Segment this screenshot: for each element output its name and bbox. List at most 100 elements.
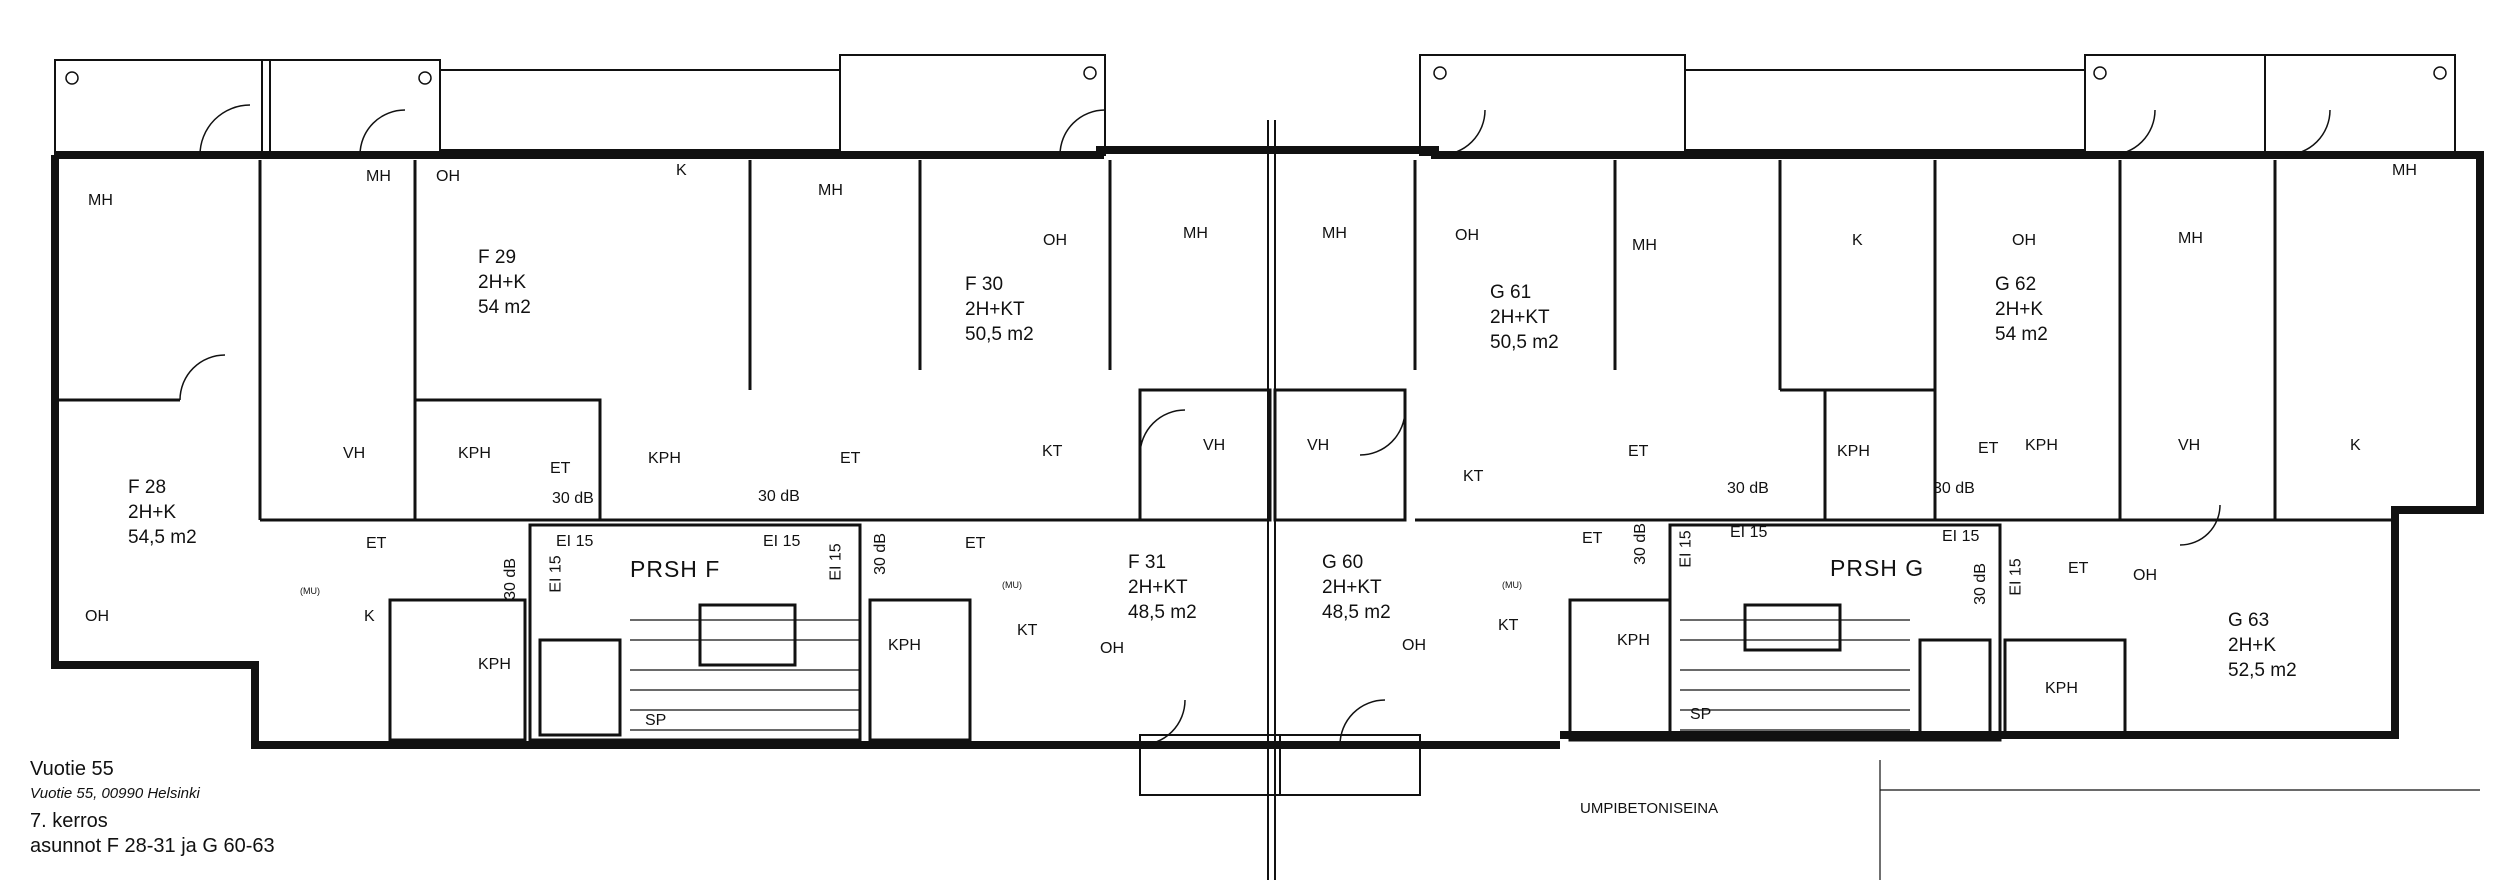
- bathroom: [388, 598, 527, 742]
- wall-note: UMPIBETONISEINA: [1580, 800, 1719, 817]
- balcony: [261, 59, 441, 156]
- room-label-kph: KPH: [2025, 437, 2058, 454]
- stair-landing: [1743, 603, 1842, 652]
- balcony: [1419, 54, 1686, 156]
- plan-info: Vuotie 55 Vuotie 55, 00990 Helsinki 7. k…: [30, 758, 275, 858]
- room-label-k: K: [364, 608, 375, 625]
- stair-landing: [698, 603, 797, 667]
- room-label-kph: KPH: [1617, 632, 1650, 649]
- room-label-vh: VH: [1307, 437, 1330, 454]
- apartment-code: F 30: [965, 274, 1004, 295]
- balcony: [54, 59, 271, 156]
- door-swing: [1339, 699, 1386, 746]
- balcony: [2264, 54, 2456, 156]
- sound-rating: 30 dB: [552, 490, 594, 507]
- room-label-oh: OH: [2012, 232, 2036, 249]
- floor-label: 7. kerros: [30, 810, 108, 832]
- room-label-et: ET: [550, 460, 571, 477]
- room-label-oh: OH: [1402, 637, 1426, 654]
- room-label-oh: OH: [2133, 567, 2157, 584]
- sound-rating: 30 dB: [1933, 480, 1975, 497]
- room-label-kph: KPH: [648, 450, 681, 467]
- apartment-type: 2H+K: [478, 272, 527, 293]
- sound-rating: 30 dB: [501, 558, 519, 600]
- balcony: [439, 69, 841, 151]
- room-label-et: ET: [2068, 560, 2089, 577]
- apartment-code: F 29: [478, 247, 517, 268]
- room-label-oh: OH: [85, 608, 109, 625]
- fire-rating: EI 15: [556, 533, 594, 550]
- apartment-area: 54,5 m2: [128, 527, 197, 548]
- room-label-kph: KPH: [458, 445, 491, 462]
- outer-wall: [51, 155, 1560, 749]
- room-label-kt: KT: [1042, 443, 1063, 460]
- room-label-mh: MH: [1183, 225, 1208, 242]
- stair-core-f: [528, 523, 862, 742]
- room-label-kph: KPH: [888, 637, 921, 654]
- door-swing: [359, 109, 406, 156]
- room-label-mh: MH: [366, 168, 391, 185]
- appliance-marker: (MU): [1502, 580, 1522, 590]
- stairwell-label-g: PRSH G: [1830, 555, 1925, 581]
- room-label-mh: MH: [1632, 237, 1657, 254]
- door-swing: [1359, 409, 1406, 456]
- apartment-type: 2H+KT: [965, 299, 1025, 320]
- room-label-et: ET: [965, 535, 986, 552]
- apartments-label: asunnot F 28-31 ja G 60-63: [30, 835, 275, 857]
- sound-rating: 30 dB: [1971, 563, 1989, 605]
- bathroom: [413, 398, 602, 522]
- door-swing: [1139, 409, 1186, 456]
- apartment-area: 52,5 m2: [2228, 660, 2297, 681]
- room-label-et: ET: [1978, 440, 1999, 457]
- door-swing: [1439, 109, 1486, 156]
- room-label-kt: KT: [1498, 617, 1519, 634]
- building-address: Vuotie 55, 00990 Helsinki: [30, 785, 200, 802]
- door-swing: [1059, 109, 1106, 156]
- apartment-label-f28: F 28 2H+K 54,5 m2: [128, 475, 197, 550]
- room-label-k: K: [2350, 437, 2361, 454]
- apartment-type: 2H+KT: [1128, 577, 1188, 598]
- apartment-area: 54 m2: [478, 297, 531, 318]
- sound-rating: 30 dB: [1631, 523, 1649, 565]
- room-label-kph: KPH: [478, 656, 511, 673]
- bathroom: [1568, 598, 1672, 742]
- balcony: [839, 54, 1106, 156]
- bathroom: [2003, 638, 2127, 737]
- fire-rating: EI 15: [2007, 558, 2025, 596]
- balcony: [1279, 734, 1421, 796]
- room-label-k: K: [1852, 232, 1863, 249]
- room-label-oh: OH: [1043, 232, 1067, 249]
- room-label-mh: MH: [1322, 225, 1347, 242]
- apartment-label-f31: F 31 2H+KT 48,5 m2: [1128, 550, 1197, 625]
- fire-rating: EI 15: [1677, 530, 1695, 568]
- apartment-label-g63: G 63 2H+K 52,5 m2: [2228, 608, 2297, 683]
- apartment-area: 54 m2: [1995, 324, 2048, 345]
- building-title: Vuotie 55: [30, 758, 114, 780]
- apartment-code: G 61: [1490, 282, 1532, 303]
- door-swing: [2109, 109, 2156, 156]
- room-label-oh: OH: [1100, 640, 1124, 657]
- elevator: [538, 638, 622, 737]
- room-label-oh: OH: [1455, 227, 1479, 244]
- fire-rating: EI 15: [763, 533, 801, 550]
- apartment-code: G 62: [1995, 274, 2037, 295]
- balcony: [2084, 54, 2266, 156]
- room-label-sp: SP: [1690, 706, 1712, 723]
- room-label-et: ET: [840, 450, 861, 467]
- apartment-area: 50,5 m2: [965, 324, 1034, 345]
- room-label-mh: MH: [818, 182, 843, 199]
- apartment-label-f29: F 29 2H+K 54 m2: [478, 245, 531, 320]
- appliance-marker: (MU): [300, 586, 320, 596]
- apartment-area: 50,5 m2: [1490, 332, 1559, 353]
- door-swing: [2179, 504, 2221, 546]
- room-label-vh: VH: [343, 445, 366, 462]
- door-swing: [179, 354, 226, 401]
- apartment-code: F 31: [1128, 552, 1167, 573]
- apartment-type: 2H+K: [2228, 635, 2277, 656]
- fire-rating: EI 15: [1730, 524, 1768, 541]
- apartment-area: 48,5 m2: [1322, 602, 1391, 623]
- fire-rating: EI 15: [1942, 528, 1980, 545]
- door-swing: [1139, 699, 1186, 746]
- vestibule: [1273, 388, 1407, 522]
